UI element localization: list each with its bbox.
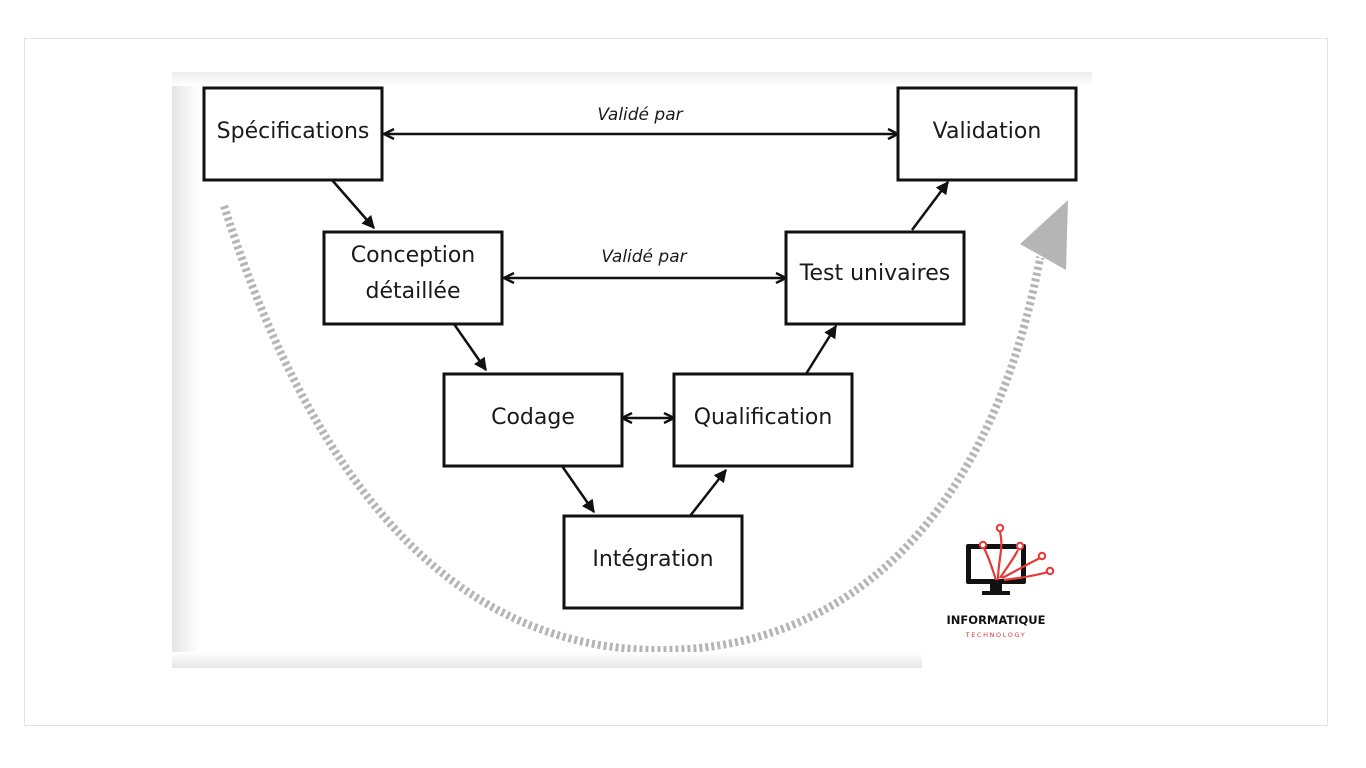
edge-label-middle: Validé par <box>601 247 687 267</box>
node-conception-detaillee: Conception détaillée <box>322 230 504 326</box>
arrow-integration-to-qualification <box>689 468 727 517</box>
monitor-circuit-icon <box>966 523 1055 595</box>
arrow-tests-to-validation <box>911 180 949 231</box>
node-qualification: Qualification <box>672 372 854 468</box>
node-conception-label-line2: détaillée <box>365 279 460 304</box>
node-validation: Validation <box>896 86 1078 182</box>
v-model-figure: Validé par Validé par Spécifications Val… <box>172 72 1092 668</box>
node-qualification-label: Qualification <box>694 405 833 430</box>
node-tests-label: Test univaires <box>799 261 951 286</box>
node-specifications: Spécifications <box>202 86 384 182</box>
process-flow-dotted-arrow <box>220 204 1044 655</box>
dotted-arrow-head <box>1020 200 1068 270</box>
arrow-qualification-to-tests <box>804 324 838 375</box>
node-codage: Codage <box>442 372 624 468</box>
node-codage-label: Codage <box>491 405 575 430</box>
arrow-conception-to-codage <box>452 323 488 372</box>
arrow-specifications-to-conception <box>331 179 375 229</box>
edge-label-top: Validé par <box>597 105 683 125</box>
node-conception-label-line1: Conception <box>351 243 476 268</box>
node-integration-label: Intégration <box>592 547 713 572</box>
node-validation-label: Validation <box>933 119 1042 144</box>
node-integration: Intégration <box>562 514 744 610</box>
node-test-univaires: Test univaires <box>784 230 966 326</box>
logo-title: INFORMATIQUE <box>947 613 1046 627</box>
arrow-codage-to-integration <box>560 465 596 514</box>
node-specifications-label: Spécifications <box>217 119 370 144</box>
logo-subtitle: TECHNOLOGY <box>965 631 1027 639</box>
informatique-technology-logo: INFORMATIQUE TECHNOLOGY <box>947 523 1055 639</box>
